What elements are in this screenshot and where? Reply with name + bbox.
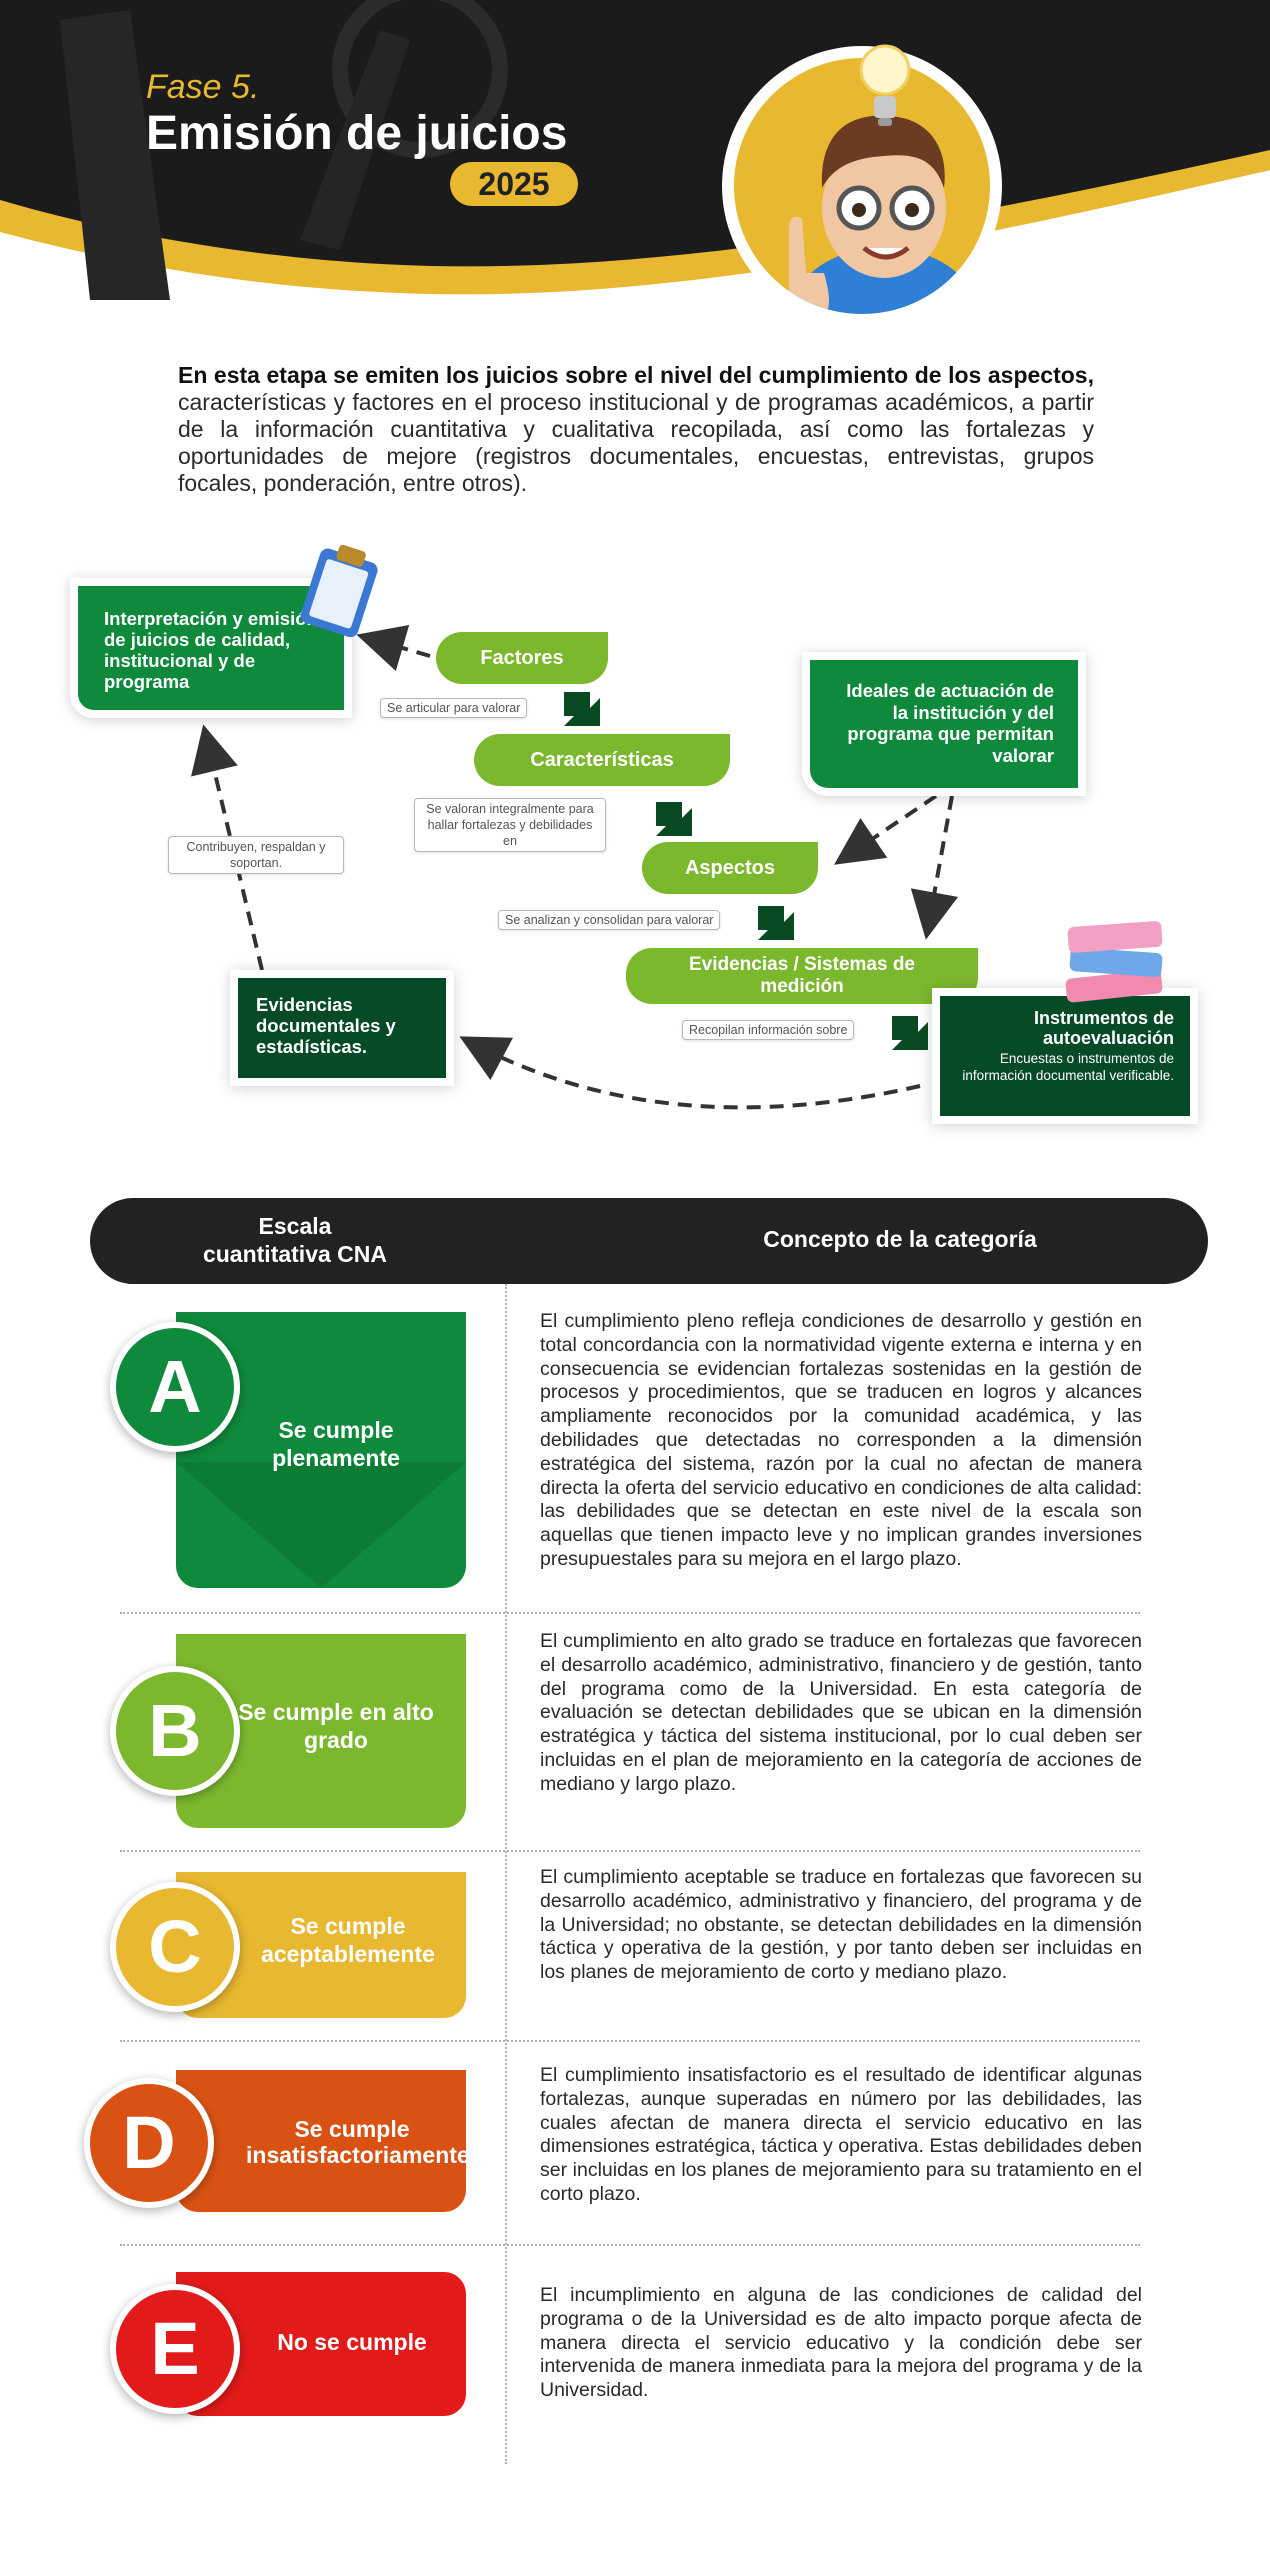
- intro-paragraph: En esta etapa se emiten los juicios sobr…: [178, 362, 1094, 497]
- category-description-c: El cumplimiento aceptable se traduce en …: [540, 1866, 1142, 1984]
- books-icon: [1065, 921, 1163, 1003]
- interpretation-box: Interpretación y emisión de juicios de c…: [78, 586, 344, 710]
- aspectos-label: Aspectos: [684, 857, 776, 879]
- valoran-label: Se valoran integralmente para hallar for…: [414, 798, 606, 852]
- evidencias-sistemas-pill: Evidencias / Sistemas de medición: [626, 948, 978, 1004]
- category-letter-b: B: [110, 1666, 240, 1796]
- lightbulb-icon: [859, 44, 911, 126]
- evidencias-doc-text: Evidencias documentales y estadísticas.: [256, 994, 396, 1057]
- category-letter-c: C: [110, 1882, 240, 2012]
- analizan-label: Se analizan y consolidan para valorar: [498, 910, 721, 930]
- category-label-d: Se cumple insatisfactoriamente: [246, 2116, 470, 2168]
- category-letter-d: D: [84, 2078, 214, 2208]
- page-title: Emisión de juicios: [146, 107, 568, 160]
- table-header: Escala cuantitativa CNA Concepto de la c…: [90, 1198, 1208, 1284]
- header-background: [0, 0, 1270, 300]
- aspectos-pill: Aspectos: [642, 842, 818, 894]
- category-description-d: El cumplimiento insatisfactorio es el re…: [540, 2064, 1142, 2205]
- phase-label: Fase 5.: [146, 68, 260, 106]
- row-divider: [120, 2040, 1140, 2042]
- instrumentos-sub: Encuestas o instrumentos de información …: [962, 1051, 1174, 1083]
- category-letter-e: E: [110, 2284, 240, 2414]
- category-card-e: No se cumple: [176, 2272, 466, 2416]
- factores-label: Factores: [480, 647, 564, 669]
- factores-pill: Factores: [436, 632, 608, 684]
- card-chevron: [176, 1462, 466, 1588]
- row-divider: [120, 1612, 1140, 1614]
- category-label-a: Se cumple plenamente: [272, 1417, 400, 1471]
- category-label-e: No se cumple: [277, 2329, 427, 2355]
- category-description-a: El cumplimiento pleno refleja condicione…: [540, 1310, 1142, 1570]
- category-description-e: El incumplimiento en alguna de las condi…: [540, 2284, 1142, 2402]
- row-divider: [120, 1850, 1140, 1852]
- category-letter-a: A: [110, 1322, 240, 1452]
- evidencias-doc-box: Evidencias documentales y estadísticas.: [238, 978, 446, 1078]
- column-divider: [505, 1284, 507, 2464]
- ideales-box: Ideales de actuación de la institución y…: [810, 660, 1078, 788]
- category-label-c: Se cumple aceptablemente: [261, 1913, 435, 1967]
- contribuyen-label: Contribuyen, respaldan y soportan.: [168, 836, 344, 874]
- intro-rest: características y factores en el proceso…: [178, 389, 1094, 496]
- category-label-d-text: Se cumple insatisfactoriamente: [246, 2116, 470, 2168]
- caracteristicas-label: Características: [530, 749, 674, 771]
- intro-bold: En esta etapa se emiten los juicios sobr…: [178, 362, 1094, 388]
- clipboard-icon: [300, 544, 378, 638]
- column-header-escala: Escala cuantitativa CNA: [202, 1213, 388, 1267]
- recopilan-label: Recopilan información sobre: [682, 1020, 855, 1040]
- category-description-b: El cumplimiento en alto grado se traduce…: [540, 1630, 1142, 1795]
- articular-label: Se articular para valorar: [380, 698, 528, 718]
- caracteristicas-pill: Características: [474, 734, 730, 786]
- year-badge: 2025: [450, 162, 578, 206]
- instrumentos-title: Instrumentos de autoevaluación: [1033, 1008, 1174, 1048]
- instrumentos-box: Instrumentos de autoevaluación Encuestas…: [940, 996, 1190, 1116]
- evidencias-sistemas-label: Evidencias / Sistemas de medición: [688, 954, 915, 997]
- category-label-b: Se cumple en alto grado: [238, 1699, 434, 1753]
- column-header-concepto: Concepto de la categoría: [763, 1226, 1037, 1252]
- row-divider: [120, 2244, 1140, 2246]
- ideales-text: Ideales de actuación de la institución y…: [846, 680, 1054, 766]
- avatar: [722, 46, 1002, 326]
- interpretation-text: Interpretación y emisión de juicios de c…: [104, 608, 318, 692]
- category-card-d: Se cumple insatisfactoriamente: [176, 2070, 470, 2212]
